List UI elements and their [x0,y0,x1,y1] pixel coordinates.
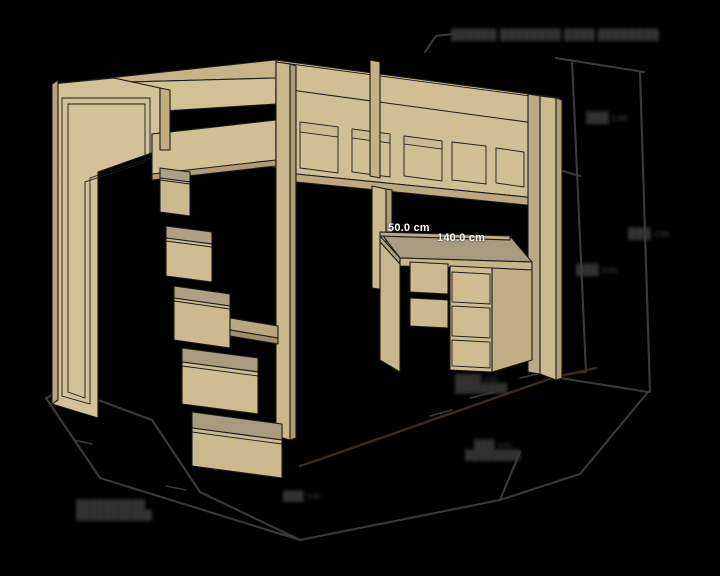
top-callout-leader [423,32,454,54]
floor-reference-line [298,366,598,468]
bottom-left-label-line1: ██████████ [76,500,146,511]
bottom-center-label-line1: ███ cm [473,440,512,451]
top-callout-label: ██████ ████████ ████ ████████ [451,29,659,41]
right-lower-dimension-label: ███ cm [576,264,618,276]
deck-underside-ledge [229,317,279,345]
desk-length-dimension-label: 140.0 cm [437,232,486,244]
stair-side-panel [51,77,161,419]
stair-front-stringer [159,87,171,151]
right-upper-dimension-label: ███ cm [586,112,628,124]
corner-post-front-right [527,93,563,381]
drawer-unit [409,261,533,373]
dimension-lines-right [550,56,652,394]
drawer-fronts [451,271,491,369]
bottom-center-label-line2: ████████ [465,449,521,461]
bottom-right-label-line1: ████ cm [455,374,498,384]
bottom-center-label-group: ███ cm ████████ [465,441,520,461]
bottom-right-label-line2: ████████ [455,383,508,394]
corner-post-front-left [275,61,297,441]
desk-depth-dimension-label: 50.0 cm [388,222,430,234]
bottom-depth-dimension-label: ███ cm [283,491,321,502]
bottom-right-label-group: ████ cm ████████ [455,374,508,394]
bottom-left-label-group: ██████████ ███████████ [76,501,152,521]
safety-rail [275,59,557,209]
bottom-left-label-line2: ███████████ [76,509,153,521]
right-overall-dimension-label: ███ cm [628,228,670,240]
staircase [159,167,283,479]
